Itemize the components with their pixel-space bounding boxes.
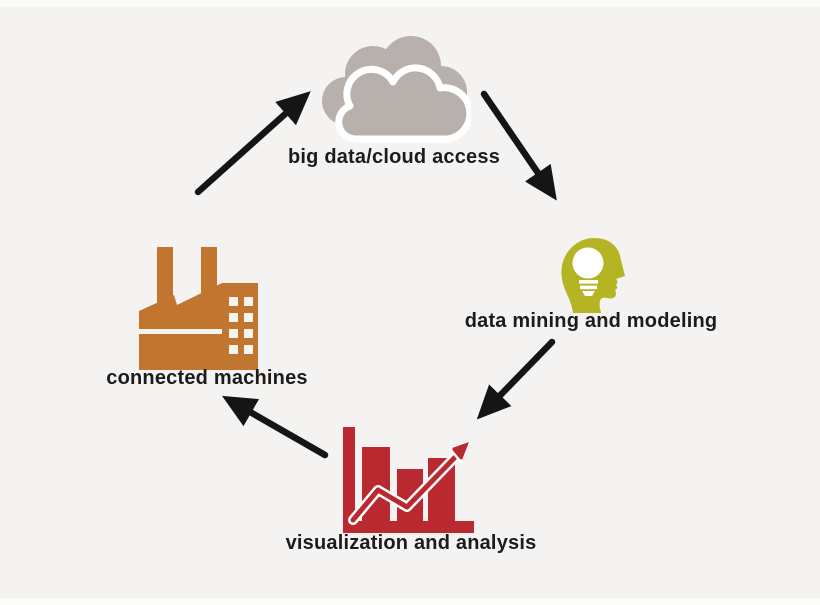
node-label-cloud: big data/cloud access	[287, 146, 501, 168]
factory-icon	[139, 247, 258, 370]
top-edge-strip	[0, 0, 820, 7]
node-label-machines: connected machines	[106, 367, 308, 389]
bottom-edge-strip	[0, 598, 820, 605]
arrow-machines-to-cloud	[194, 91, 311, 196]
node-label-mining: data mining and modeling	[464, 310, 718, 332]
arrow-mining-to-visualization	[476, 338, 556, 420]
arrow-cloud-to-mining	[480, 90, 557, 201]
cloud-icon	[322, 36, 471, 143]
node-label-visualization: visualization and analysis	[285, 532, 537, 554]
head-lightbulb-icon	[561, 238, 625, 313]
bar-chart-icon	[343, 427, 474, 533]
arrow-visualization-to-machines	[221, 395, 329, 459]
